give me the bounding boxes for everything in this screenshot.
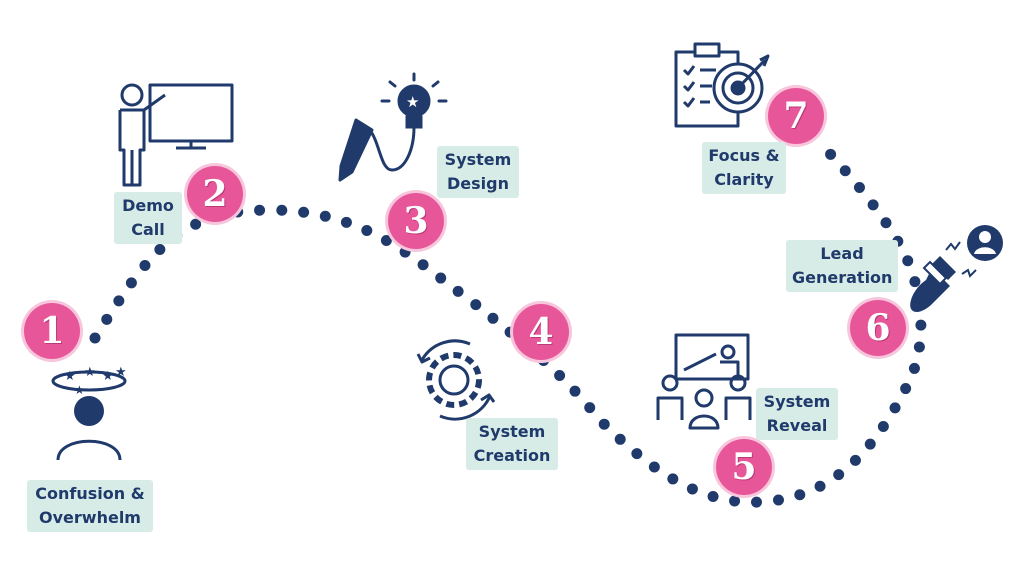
step-4-label: System Creation xyxy=(466,418,558,470)
step-3-label: System Design xyxy=(437,146,519,198)
clipboard-target-icon xyxy=(674,42,770,128)
dotted-journey-path xyxy=(89,139,927,508)
magnet-user-icon xyxy=(910,225,1003,312)
step-6-badge: 6 xyxy=(850,300,906,356)
step-2-number: 2 xyxy=(202,173,228,215)
step-2-badge: 2 xyxy=(187,166,243,222)
step-1-badge: 1 xyxy=(24,303,80,359)
step-7-number: 7 xyxy=(783,95,809,137)
step-1-label: Confusion & Overwhelm xyxy=(27,480,153,532)
team-presentation-icon xyxy=(656,333,752,430)
gear-cycle-icon xyxy=(416,339,496,421)
step-5-label: System Reveal xyxy=(756,388,838,440)
presenter-screen-icon xyxy=(118,83,234,187)
step-6-label: Lead Generation xyxy=(786,240,898,292)
svg-text:★: ★ xyxy=(115,365,127,380)
step-1-number: 1 xyxy=(39,310,65,352)
step-4-badge: 4 xyxy=(513,304,569,360)
step-3-number: 3 xyxy=(403,200,429,242)
confused-person-icon: ★ ★ ★ ★ ★ xyxy=(51,365,127,461)
svg-text:★: ★ xyxy=(102,369,114,384)
step-4-number: 4 xyxy=(528,311,554,353)
step-3-badge: 3 xyxy=(388,193,444,249)
svg-text:★: ★ xyxy=(84,365,96,380)
svg-text:★: ★ xyxy=(406,93,419,111)
step-7-label: Focus & Clarity xyxy=(702,142,786,194)
step-7-badge: 7 xyxy=(768,88,824,144)
step-2-label: Demo Call xyxy=(114,192,182,244)
step-5-number: 5 xyxy=(731,446,757,488)
step-5-badge: 5 xyxy=(716,439,772,495)
pen-lightbulb-icon: ★ xyxy=(338,72,448,182)
svg-text:★: ★ xyxy=(74,383,85,397)
step-6-number: 6 xyxy=(865,307,891,349)
svg-text:★: ★ xyxy=(64,369,76,384)
